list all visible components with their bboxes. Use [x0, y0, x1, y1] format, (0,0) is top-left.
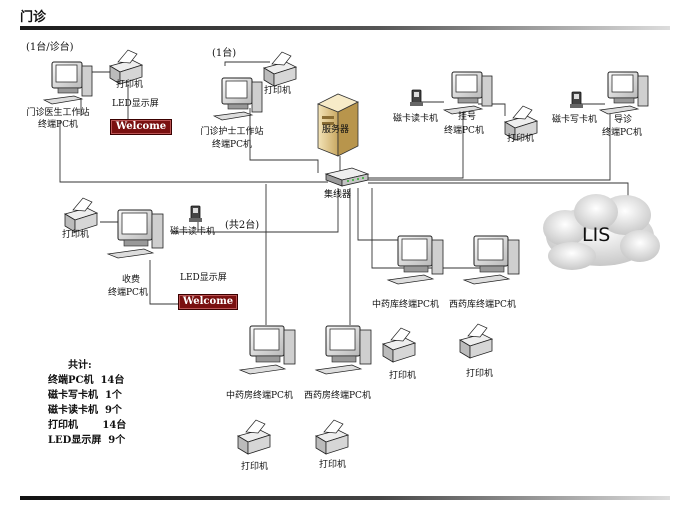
doctor-pc-icon: [43, 61, 93, 105]
summary-row: 终端PC机 14台: [48, 375, 125, 386]
guide-sublabel: 终端PC机: [602, 128, 642, 138]
doctor-ws-sublabel: 终端PC机: [38, 120, 78, 130]
printer-icon: [109, 49, 143, 85]
count-two-units: (共2台): [225, 220, 260, 231]
server-label: 服务器: [322, 125, 350, 135]
charge-sublabel: 终端PC机: [108, 288, 148, 298]
card-reader-icon: [409, 89, 424, 107]
cn-pharmacy-label: 中药房终端PC机: [226, 391, 293, 401]
summary-row: 打印机 14台: [48, 420, 127, 431]
hub-label: 集线器: [324, 190, 352, 200]
printer-icon: [459, 323, 493, 359]
summary-row: 磁卡写卡机 1个: [48, 390, 122, 401]
cn-store-label: 中药库终端PC机: [372, 300, 439, 310]
nurse-ws-sublabel: 终端PC机: [212, 140, 252, 150]
server-icon: [317, 93, 359, 157]
page-title: 门诊: [20, 10, 47, 25]
count-nurse: (1台): [212, 48, 237, 59]
printer-label: 打印机: [389, 371, 417, 381]
card-writer-label: 磁卡写卡机: [552, 115, 598, 125]
title-underline: [20, 26, 670, 30]
card-reader-icon: [188, 205, 203, 223]
printer-label: 打印机: [507, 134, 535, 144]
west-pharmacy-pc-icon: [315, 325, 372, 375]
equipment-summary: 共计: 终端PC机 14台 磁卡写卡机 1个 磁卡读卡机 9个 打印机 14台 …: [48, 358, 126, 448]
nurse-pc-icon: [213, 77, 263, 121]
count-per-clinic: (1台/诊台): [26, 42, 74, 53]
hub-icon: [324, 167, 370, 187]
doctor-ws-label: 门诊医生工作站: [26, 108, 90, 118]
summary-row: 磁卡读卡机 9个: [48, 405, 122, 416]
guide-pc-icon: [599, 71, 649, 115]
printer-label: 打印机: [241, 462, 269, 472]
printer-icon: [382, 327, 416, 363]
printer-icon: [315, 419, 349, 455]
summary-row: LED显示屏 9个: [48, 435, 126, 446]
cn-store-pc-icon: [387, 235, 444, 285]
printer-icon: [263, 51, 297, 87]
led-label: LED显示屏: [112, 99, 159, 109]
card-writer-icon: [569, 91, 584, 109]
footer-rule: [20, 496, 670, 500]
printer-label: 打印机: [466, 369, 494, 379]
led-screen: Welcome: [110, 119, 172, 135]
charge-pc-icon: [107, 209, 164, 259]
guide-label: 导诊: [614, 115, 633, 125]
printer-label: 打印机: [319, 460, 347, 470]
cn-pharmacy-pc-icon: [239, 325, 296, 375]
west-store-pc-icon: [463, 235, 520, 285]
printer-label: 打印机: [116, 80, 144, 90]
card-reader-label: 磁卡读卡机: [393, 114, 439, 124]
lis-cloud: [543, 194, 660, 270]
register-pc-icon: [443, 71, 493, 115]
printer-label: 打印机: [264, 86, 292, 96]
register-sublabel: 终端PC机: [444, 126, 484, 136]
led-screen: Welcome: [178, 294, 238, 310]
nurse-ws-label: 门诊护士工作站: [200, 127, 264, 137]
west-pharmacy-label: 西药房终端PC机: [304, 391, 371, 401]
west-store-label: 西药库终端PC机: [449, 300, 516, 310]
printer-icon: [64, 197, 98, 233]
register-label: 挂号: [458, 112, 477, 122]
lis-label: LIS: [582, 224, 611, 246]
led-label: LED显示屏: [180, 273, 227, 283]
printer-label: 打印机: [62, 230, 90, 240]
charge-label: 收费: [122, 275, 141, 285]
printer-icon: [237, 419, 271, 455]
summary-heading: 共计:: [68, 360, 92, 371]
card-reader-label: 磁卡读卡机: [170, 227, 216, 237]
